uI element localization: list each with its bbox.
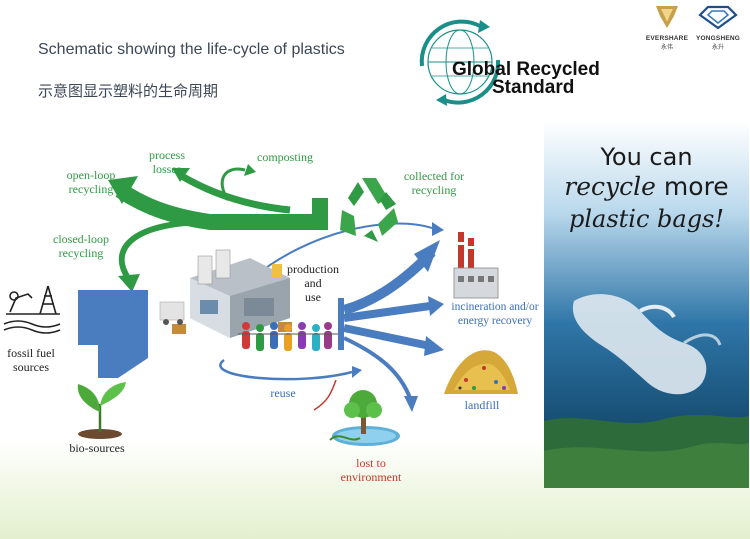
grs-line2: Standard bbox=[492, 77, 575, 98]
grs-line1: Global Recycled bbox=[452, 59, 600, 80]
recycle-icon bbox=[340, 178, 398, 242]
landfill-icon bbox=[444, 350, 518, 394]
yongsheng-diamond-icon bbox=[698, 5, 738, 30]
plant-sprout-icon bbox=[77, 382, 126, 439]
evershare-cn: 永伟 bbox=[660, 44, 673, 51]
grs-globe-icon bbox=[419, 19, 501, 106]
plastic-bag-icon bbox=[572, 294, 722, 395]
grs-logo: Global Recycled Standard bbox=[410, 18, 610, 108]
label-incineration: incineration and/or energy recovery bbox=[451, 301, 539, 327]
label-open-loop-recycling: open-loop recycling bbox=[66, 168, 116, 196]
green-recycling-arrows bbox=[108, 164, 328, 292]
slide-title: Schematic showing the life-cycle of plas… bbox=[38, 41, 345, 58]
pond-tree-icon bbox=[329, 390, 400, 446]
label-closed-loop-recycling: closed-loop recycling bbox=[53, 232, 109, 260]
blue-flow-arrows bbox=[78, 222, 444, 412]
slide-title-chinese: 示意图显示塑料的生命周期 bbox=[38, 82, 219, 100]
ad-line2: recycle more bbox=[544, 173, 749, 201]
ad-you-can: You can bbox=[600, 143, 693, 171]
yongsheng-brand: YONGSHENG 永升 bbox=[694, 4, 742, 52]
oil-rig-icon bbox=[3, 285, 61, 334]
people-icon bbox=[238, 322, 338, 351]
evershare-name: EVERSHARE bbox=[645, 35, 689, 42]
underwater-background bbox=[544, 121, 749, 488]
label-reuse: reuse bbox=[270, 386, 296, 400]
yongsheng-name: YONGSHENG bbox=[695, 35, 741, 42]
evershare-logo-icon bbox=[656, 6, 678, 28]
label-lost-to-environment: lost to environment bbox=[340, 456, 402, 484]
label-fossil-fuel-sources: fossil fuel sources bbox=[7, 346, 55, 374]
ad-more: more bbox=[663, 172, 729, 201]
label-bio-sources: bio-sources bbox=[69, 441, 125, 455]
recycle-bag-photo: You can recycle more plastic bags! bbox=[544, 121, 749, 488]
label-collected-for-recycling: collected for recycling bbox=[403, 169, 465, 197]
ad-recycle: recycle bbox=[564, 172, 656, 201]
incinerator-icon bbox=[453, 232, 499, 299]
evershare-brand: EVERSHARE 永伟 bbox=[644, 4, 690, 52]
label-process-losses: process losses bbox=[149, 148, 185, 176]
label-landfill: landfill bbox=[464, 398, 500, 412]
ad-line1: You can bbox=[544, 143, 749, 171]
label-composting: composting bbox=[257, 150, 313, 164]
yongsheng-cn: 永升 bbox=[711, 44, 724, 51]
label-production-and-use: production and use bbox=[287, 262, 339, 304]
ad-line3: plastic bags! bbox=[568, 205, 725, 233]
